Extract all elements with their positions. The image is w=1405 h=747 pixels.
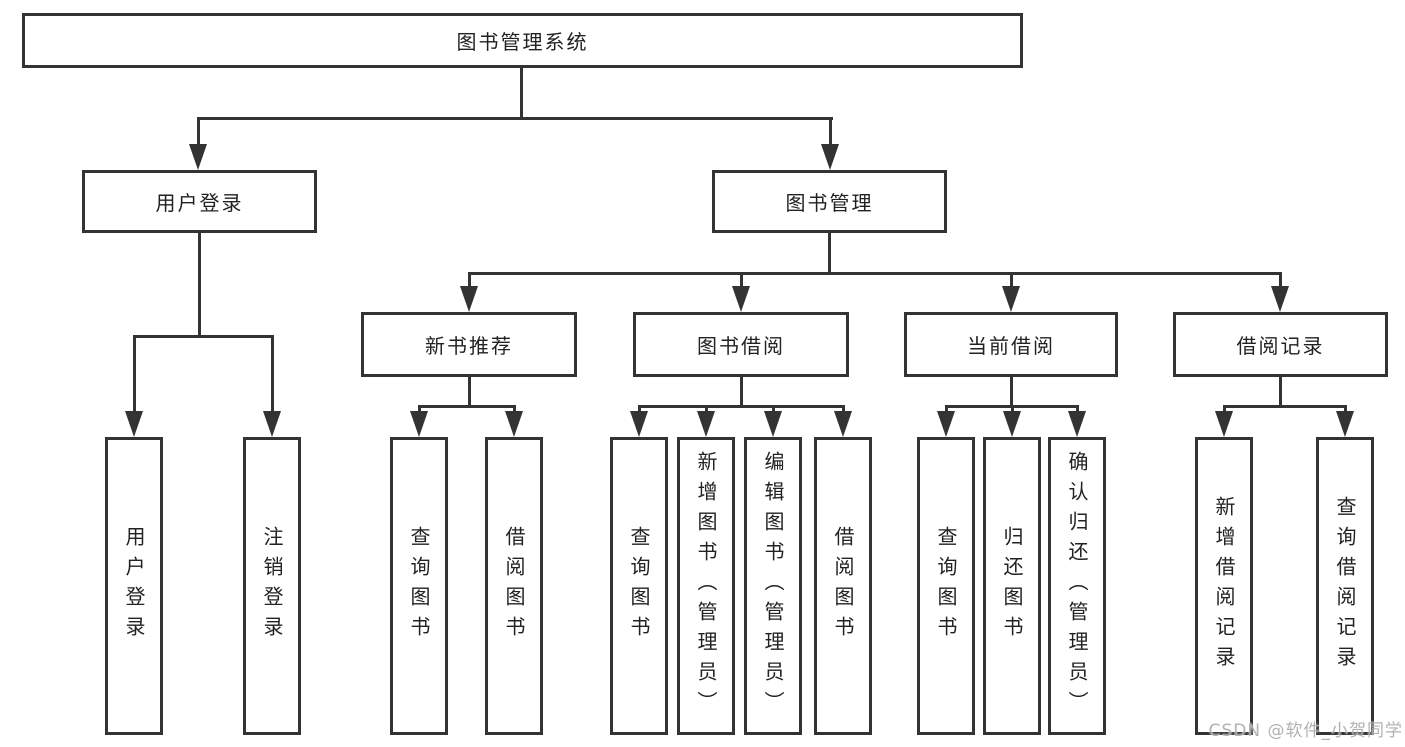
node-label: 新增借阅记录 <box>1212 496 1236 676</box>
connector <box>197 117 833 120</box>
arrow-down-icon <box>834 411 852 437</box>
node-label: 借阅记录 <box>1236 334 1325 358</box>
node-book-borrowing: 图书借阅 <box>633 312 849 377</box>
connector <box>1279 272 1282 290</box>
arrow-down-icon <box>460 286 478 312</box>
arrow-down-icon <box>505 411 523 437</box>
leaf-add-book-admin: 新增图书（管理员） <box>677 437 735 735</box>
connector <box>828 233 831 275</box>
arrow-down-icon <box>764 411 782 437</box>
node-label: 借阅图书 <box>831 526 855 646</box>
connector <box>468 272 471 290</box>
node-label: 用户登录 <box>155 191 244 215</box>
arrow-down-icon <box>697 411 715 437</box>
node-label: 借阅图书 <box>502 526 526 646</box>
connector <box>468 377 471 408</box>
node-label: 查询图书 <box>934 526 958 646</box>
node-label: 图书借阅 <box>697 334 785 358</box>
leaf-query-books-recommend: 查询图书 <box>390 437 448 735</box>
connector <box>829 117 832 149</box>
node-current-borrowing: 当前借阅 <box>904 312 1118 377</box>
leaf-query-borrow-record: 查询借阅记录 <box>1316 437 1374 735</box>
node-label: 查询图书 <box>407 526 431 646</box>
connector <box>468 272 1282 275</box>
node-borrowing-records: 借阅记录 <box>1173 312 1388 377</box>
node-library-system: 图书管理系统 <box>22 13 1023 68</box>
arrow-down-icon <box>125 411 143 437</box>
arrow-down-icon <box>1068 411 1086 437</box>
arrow-down-icon <box>1271 286 1289 312</box>
arrow-down-icon <box>1003 411 1021 437</box>
arrow-down-icon <box>410 411 428 437</box>
node-label: 确认归还（管理员） <box>1065 451 1089 721</box>
arrow-down-icon <box>1215 411 1233 437</box>
arrow-down-icon <box>1002 286 1020 312</box>
connector <box>520 68 523 120</box>
leaf-logout: 注销登录 <box>243 437 301 735</box>
connector <box>1010 272 1013 290</box>
node-label: 用户登录 <box>122 526 146 646</box>
arrow-down-icon <box>1336 411 1354 437</box>
connector <box>198 233 201 338</box>
arrow-down-icon <box>937 411 955 437</box>
leaf-confirm-return-admin: 确认归还（管理员） <box>1048 437 1106 735</box>
node-label: 新增图书（管理员） <box>694 451 718 721</box>
leaf-edit-book-admin: 编辑图书（管理员） <box>744 437 802 735</box>
leaf-user-login: 用户登录 <box>105 437 163 735</box>
node-label: 归还图书 <box>1000 526 1024 646</box>
arrow-down-icon <box>732 286 750 312</box>
arrow-down-icon <box>630 411 648 437</box>
connector <box>1010 377 1013 408</box>
node-new-book-recommend: 新书推荐 <box>361 312 577 377</box>
connector <box>271 335 274 417</box>
arrow-down-icon <box>263 411 281 437</box>
connector <box>133 335 274 338</box>
connector <box>638 405 845 408</box>
leaf-borrow-books-recommend: 借阅图书 <box>485 437 543 735</box>
node-label: 图书管理系统 <box>456 30 589 54</box>
node-label: 查询借阅记录 <box>1333 496 1357 676</box>
node-label: 注销登录 <box>260 526 284 646</box>
connector <box>740 272 743 290</box>
arrow-down-icon <box>821 144 839 170</box>
connector <box>1223 405 1347 408</box>
node-label: 查询图书 <box>627 526 651 646</box>
connector <box>133 335 136 417</box>
connector <box>418 405 516 408</box>
arrow-down-icon <box>189 144 207 170</box>
csdn-watermark: CSDN @软件_小贺同学 <box>1208 721 1403 741</box>
leaf-borrow-books-borrowing: 借阅图书 <box>814 437 872 735</box>
leaf-query-books-current: 查询图书 <box>917 437 975 735</box>
leaf-return-books: 归还图书 <box>983 437 1041 735</box>
leaf-add-borrow-record: 新增借阅记录 <box>1195 437 1253 735</box>
node-label: 图书管理 <box>785 191 874 215</box>
node-label: 编辑图书（管理员） <box>761 451 785 721</box>
connector <box>740 377 743 408</box>
leaf-query-books-borrowing: 查询图书 <box>610 437 668 735</box>
node-book-management: 图书管理 <box>712 170 947 233</box>
node-label: 当前借阅 <box>967 334 1055 358</box>
connector <box>197 117 200 149</box>
node-label: 新书推荐 <box>425 334 513 358</box>
connector <box>1279 377 1282 408</box>
node-user-login: 用户登录 <box>82 170 317 233</box>
